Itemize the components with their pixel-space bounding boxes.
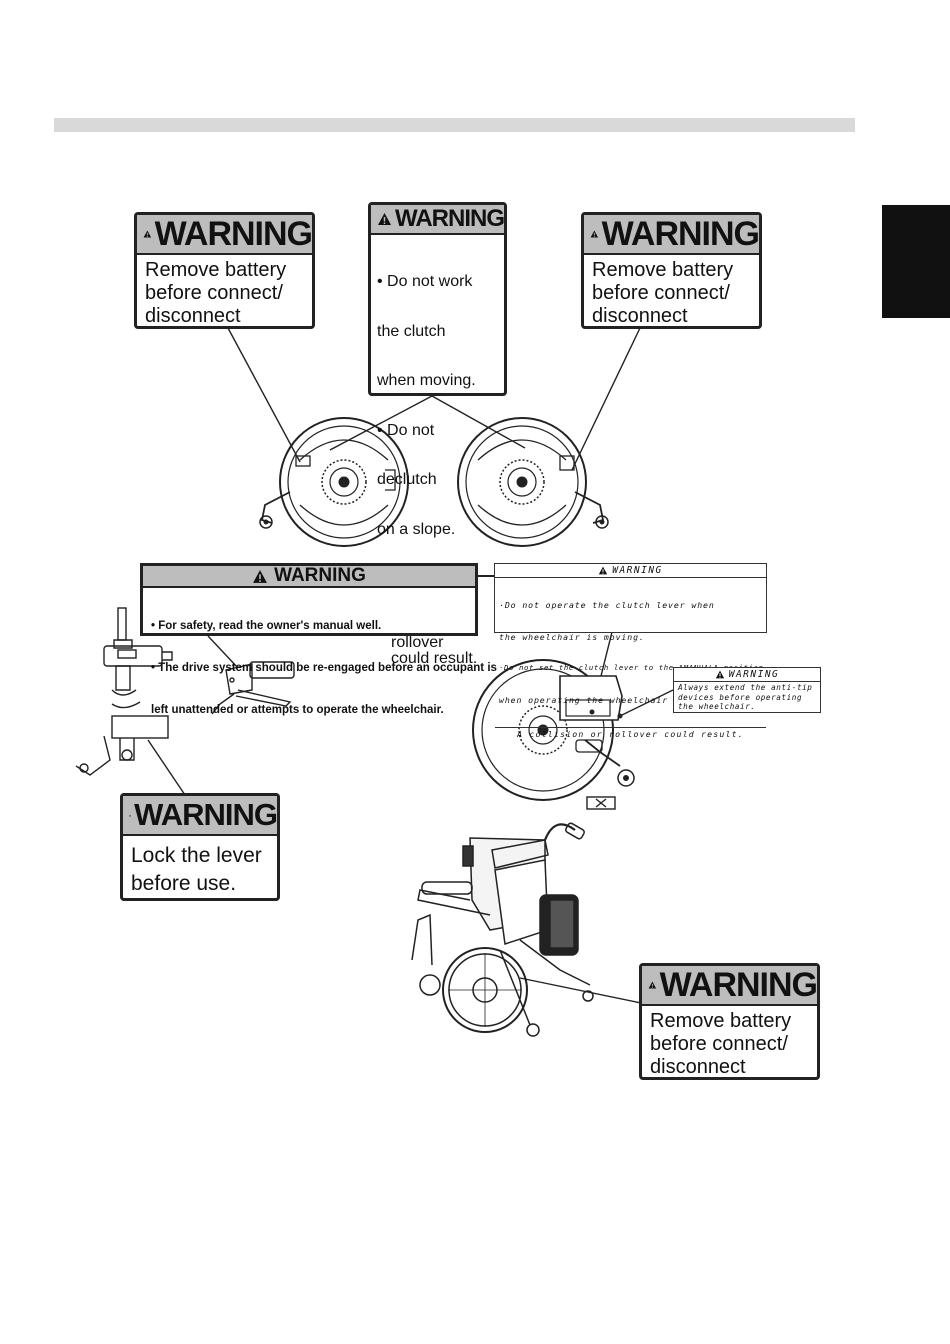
label-result-line: could result. — [391, 650, 478, 667]
label-line: the clutch — [377, 322, 446, 340]
warning-header: WARNING — [123, 796, 278, 836]
warning-triangle-icon — [129, 814, 132, 816]
label-footer: A collision or rollover could result. — [495, 727, 766, 740]
battery-warning-label-left: WARNING Remove battery before connect/ d… — [134, 212, 315, 329]
leader-line — [147, 739, 186, 796]
warning-title: WARNING — [154, 214, 313, 253]
label-line: before use. — [131, 872, 237, 895]
warning-triangle-icon — [253, 569, 268, 583]
drive-wheel-left — [259, 417, 409, 547]
label-line: • The drive system should be re-engaged … — [151, 662, 497, 674]
anti-tip-warning-label: WARNING Always extend the anti-tip devic… — [673, 667, 821, 713]
label-line: before connect/ — [592, 282, 730, 304]
warning-title: WARNING — [659, 965, 818, 1004]
warning-triangle-icon — [378, 213, 391, 225]
label-line: disconnect — [145, 305, 241, 327]
clutch-warning-label-top: WARNING • Do not work the clutch when mo… — [368, 202, 507, 667]
warning-triangle-icon — [599, 566, 608, 575]
leader-line — [519, 977, 642, 1004]
battery-warning-label-right: WARNING Remove battery before connect/ d… — [581, 212, 762, 329]
section-tab — [882, 205, 950, 318]
warning-title: WARNING — [134, 797, 278, 832]
label-line: • For safety, read the owner's manual we… — [151, 620, 382, 632]
warning-triangle-icon — [590, 230, 599, 238]
leader-line — [431, 395, 526, 449]
leader-line — [619, 689, 674, 717]
top-rule — [54, 118, 855, 132]
warning-header: WARNING — [674, 668, 820, 682]
warning-title: WARNING — [395, 205, 505, 232]
wheelchair-illustration — [411, 822, 594, 1037]
warning-triangle-icon — [715, 670, 724, 679]
clutch-lever — [211, 661, 295, 715]
leader-line — [329, 395, 433, 451]
label-line: • Do not — [377, 421, 435, 439]
warning-title: WARNING — [274, 565, 366, 586]
warning-triangle-icon — [143, 230, 152, 238]
label-line: on a slope. — [377, 520, 456, 538]
warning-title: WARNING — [728, 669, 780, 680]
warning-header: WARNING — [143, 565, 475, 588]
owners-manual-warning-label: WARNING • For safety, read the owner's m… — [140, 563, 497, 716]
warning-title: WARNING — [612, 565, 663, 576]
label-line: Lock the lever — [131, 844, 262, 867]
label-line: before connect/ — [650, 1033, 788, 1055]
warning-title: WARNING — [601, 214, 760, 253]
label-line: Remove battery — [592, 259, 734, 281]
label-line: the wheelchair. — [678, 702, 756, 711]
label-line: Remove battery — [145, 259, 287, 281]
warning-header: WARNING — [584, 214, 760, 255]
label-line: disconnect — [592, 305, 688, 327]
drive-wheel-battery — [472, 659, 635, 801]
lock-lever-warning-label: WARNING Lock the lever before use. — [120, 793, 280, 901]
leader-line — [227, 327, 301, 463]
label-line: • Do not work — [377, 273, 473, 290]
warning-header: WARNING — [495, 564, 766, 578]
clutch-warning-label-small: WARNING ·Do not operate the clutch lever… — [494, 563, 767, 739]
label-line: ·Do not set the clutch lever to the "MAN… — [499, 663, 764, 672]
label-line: Remove battery — [650, 1010, 792, 1032]
label-line: left unattended or attempts to operate t… — [151, 704, 444, 716]
label-line: disconnect — [650, 1056, 746, 1078]
label-line: when moving. — [377, 372, 476, 389]
label-line: declutch — [377, 471, 437, 488]
battery-warning-label-bottom: WARNING Remove battery before connect/ d… — [639, 963, 820, 1080]
label-line: before connect/ — [145, 282, 283, 304]
label-line: when operating the wheelchair on a slope… — [499, 694, 739, 705]
leader-line — [571, 327, 641, 471]
warning-header: WARNING — [137, 214, 313, 255]
warning-header: WARNING — [371, 205, 505, 235]
leader-line — [207, 635, 239, 669]
warning-header: WARNING — [642, 965, 818, 1006]
label-line: ·Do not operate the clutch lever when — [499, 600, 715, 610]
label-result-line: rollover — [391, 633, 444, 651]
label-line: devices before operating — [678, 692, 803, 702]
label-line: the wheelchair is moving. — [499, 631, 645, 642]
joystick-controller — [75, 607, 173, 776]
label-line: Always extend the anti-tip — [678, 683, 813, 692]
cross-mark-icon — [586, 796, 616, 810]
warning-triangle-icon — [648, 981, 657, 989]
drive-wheel-right — [457, 417, 609, 547]
